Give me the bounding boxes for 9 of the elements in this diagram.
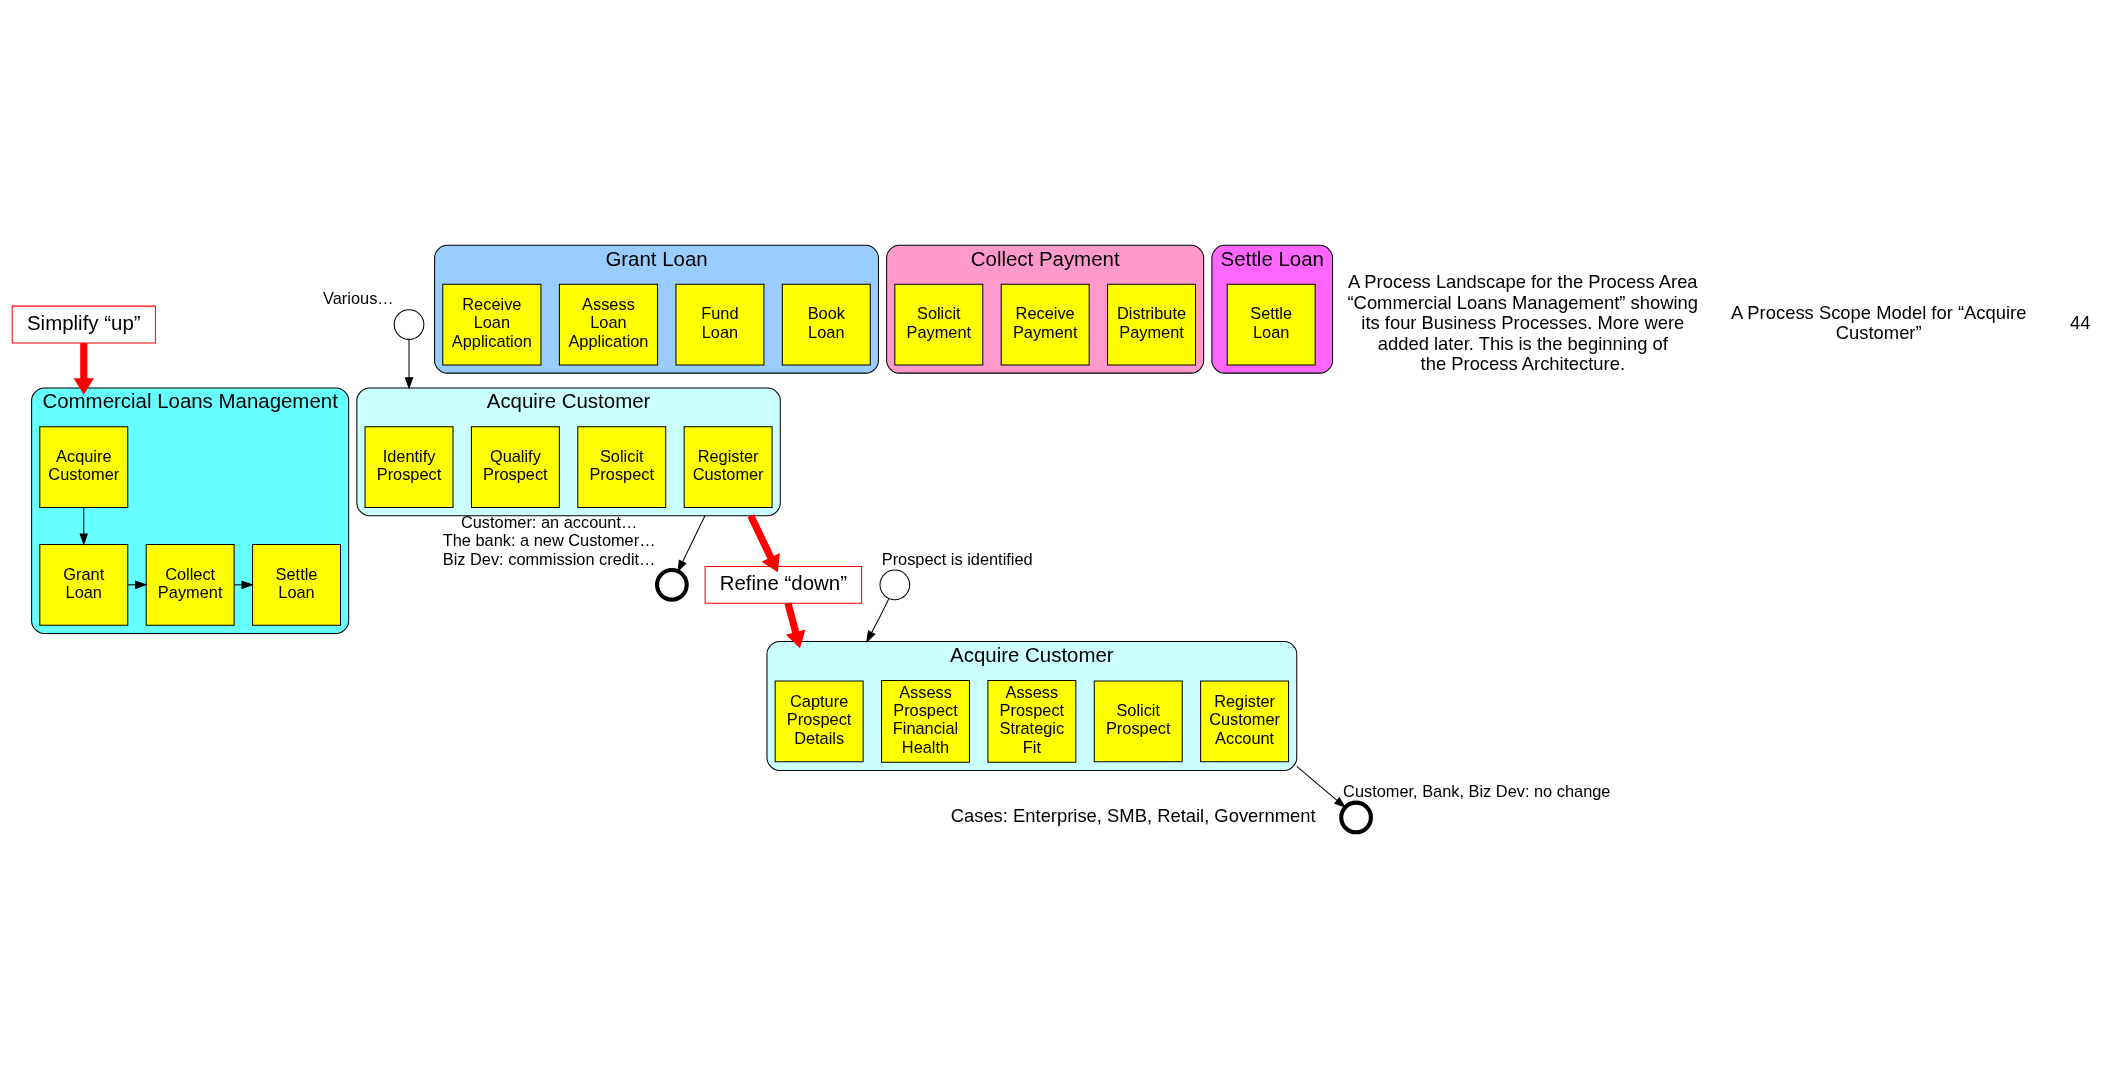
label: A Process Landscape for the Process Area “Commercial Loans Management” showing its four Business Processes. More were added later. This is the beginning of the Process Architecture. <box>1347 270 1699 374</box>
label: 44 <box>2069 311 2091 333</box>
node-label: Prospect is identified <box>881 549 1033 568</box>
node-label: The bank: a new Customer… <box>442 530 656 549</box>
node-label: Various… <box>323 288 394 307</box>
node-label: Customer, Bank, Biz Dev: no change <box>1343 781 1611 800</box>
label: A Process Scope Model for “Acquire Customer” <box>1731 301 2027 343</box>
node-label: Biz Dev: commission credit… <box>442 549 656 568</box>
node-label: Cases: Enterprise, SMB, Retail, Government <box>950 804 1316 826</box>
